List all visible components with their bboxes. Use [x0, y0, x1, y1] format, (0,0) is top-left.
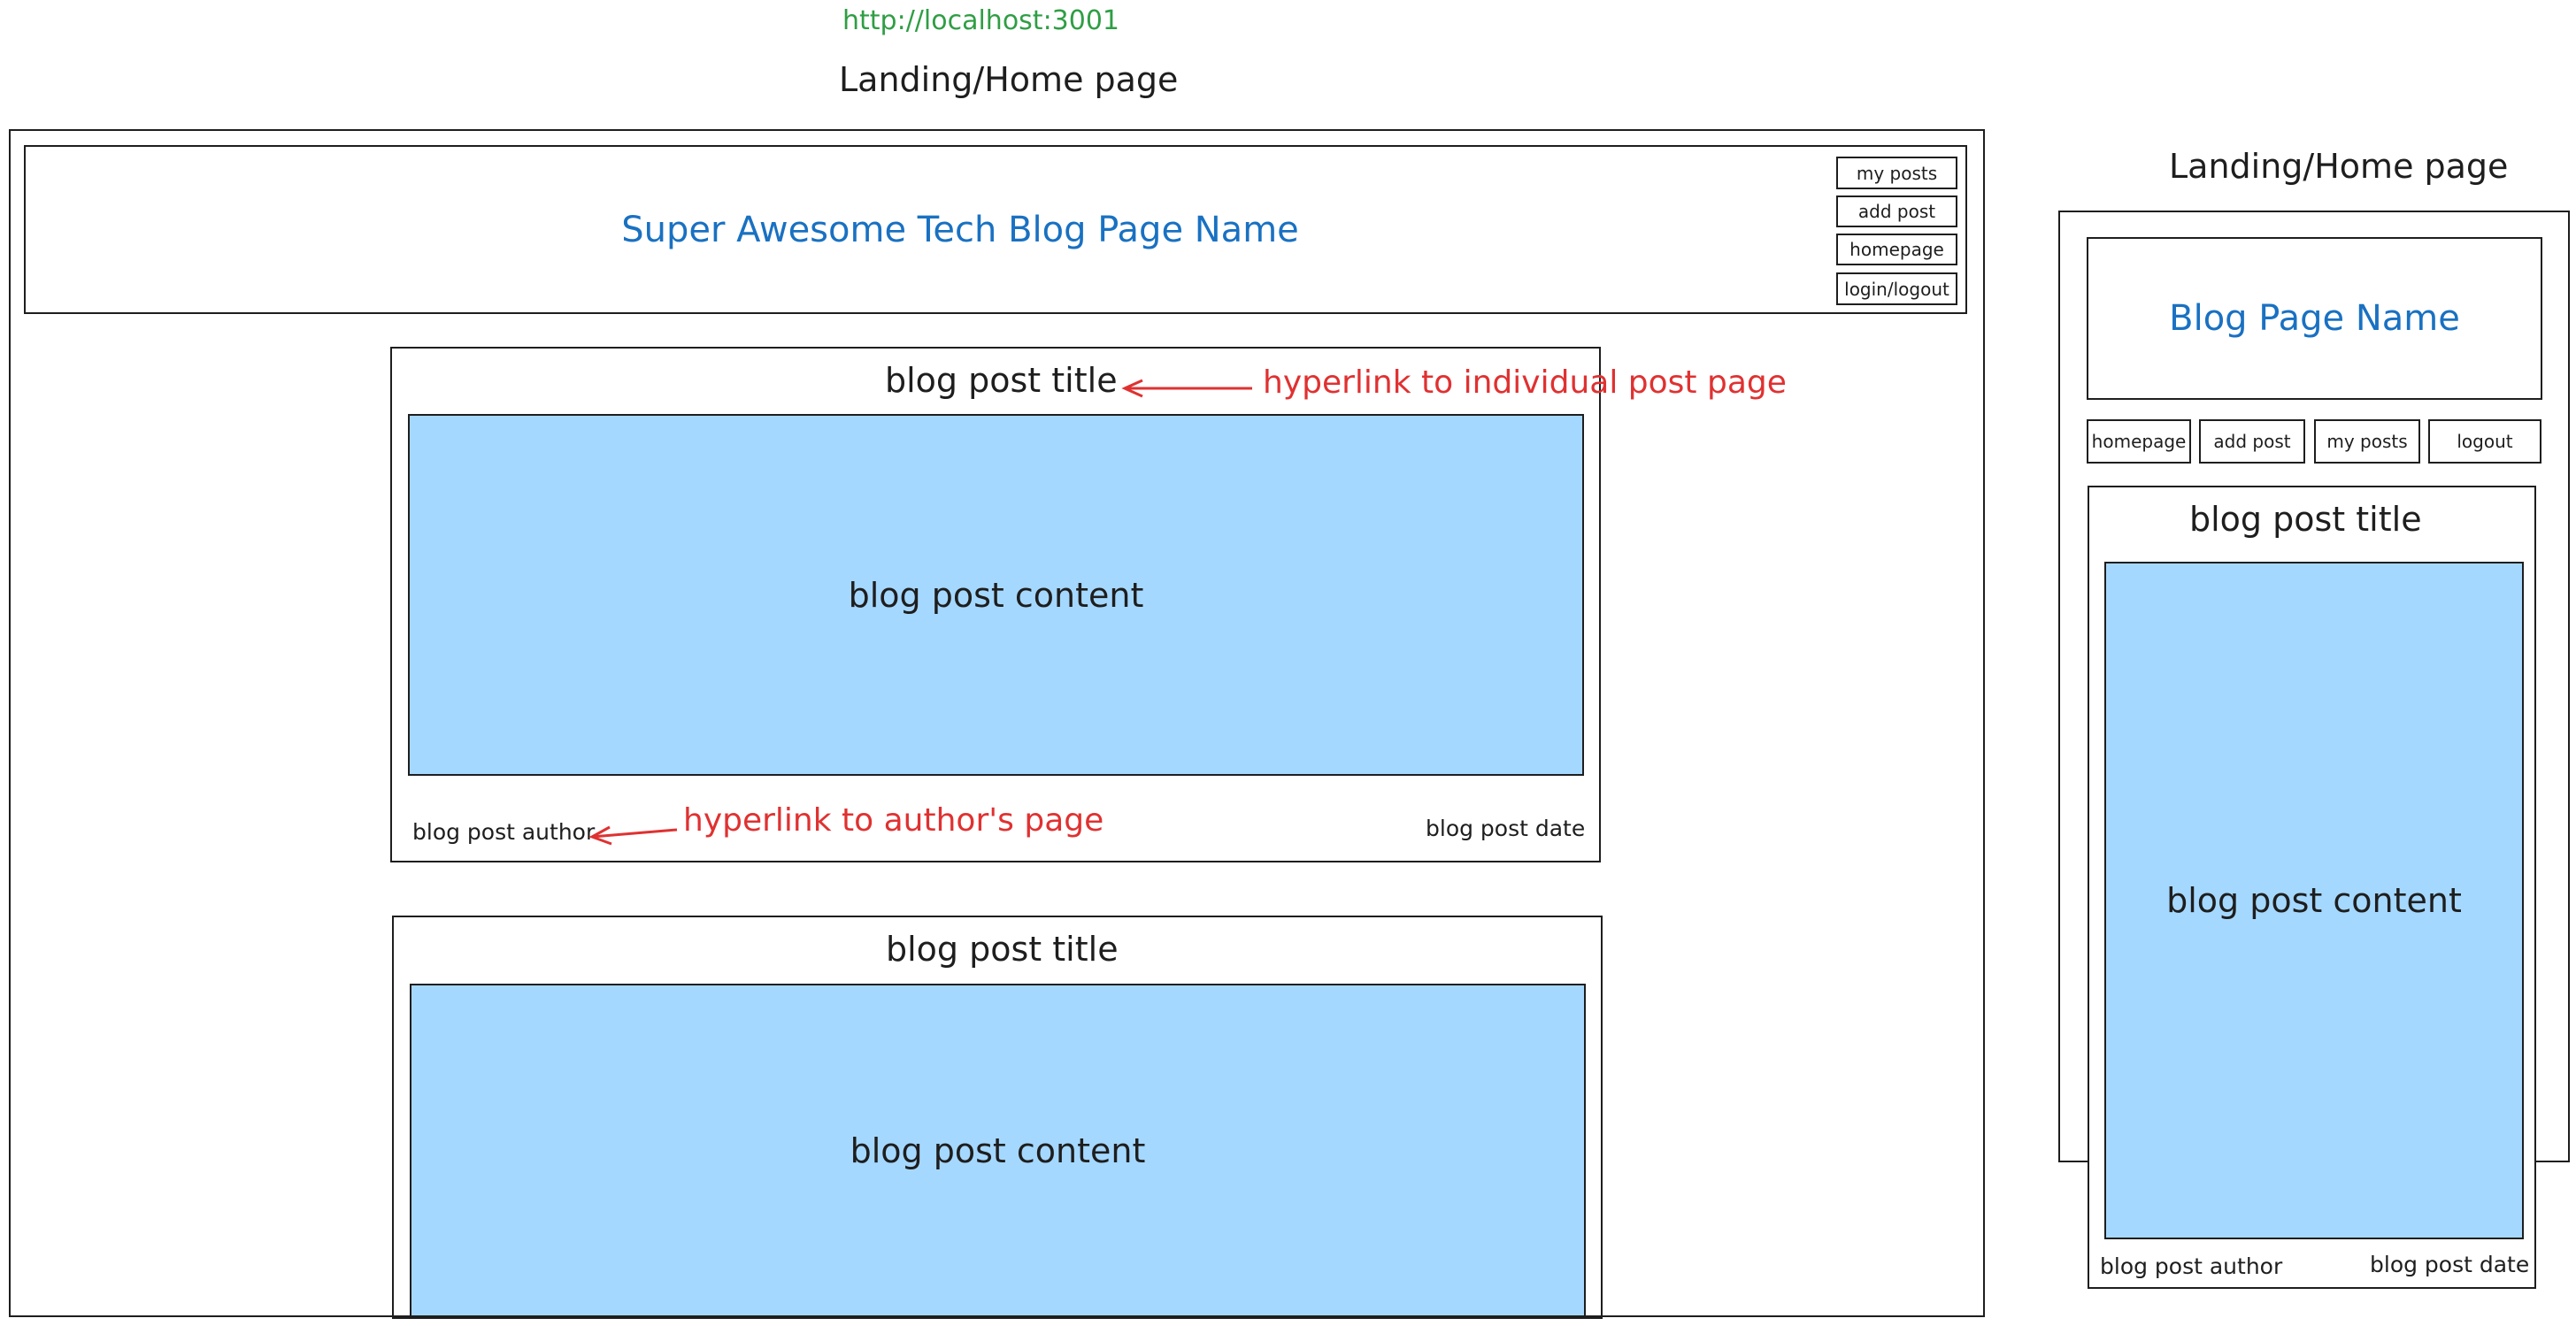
site-title[interactable]: Super Awesome Tech Blog Page Name: [621, 209, 1299, 250]
nav-login-logout-button[interactable]: login/logout: [1836, 272, 1957, 305]
nav-my-posts-button[interactable]: my posts: [1836, 157, 1957, 189]
annotation-arrow-title: [1121, 379, 1252, 398]
annotation-title-link: hyperlink to individual post page: [1263, 364, 1787, 401]
mobile-post-content: blog post content: [2104, 562, 2524, 1239]
post-card: [392, 916, 1603, 1319]
annotation-arrow-author: [588, 825, 678, 846]
post-content: blog post content: [408, 414, 1584, 776]
post-title-link[interactable]: blog post title: [885, 361, 1118, 400]
post-date: blog post date: [1426, 816, 1586, 841]
post-author-link[interactable]: blog post author: [412, 819, 596, 845]
mobile-nav-homepage-button[interactable]: homepage: [2087, 419, 2191, 464]
mobile-header: Blog Page Name: [2087, 237, 2542, 400]
mobile-heading: Landing/Home page: [2169, 147, 2509, 186]
mobile-nav-add-post-button[interactable]: add post: [2199, 419, 2305, 464]
nav-homepage-button[interactable]: homepage: [1836, 234, 1957, 265]
annotation-author-link: hyperlink to author's page: [683, 802, 1104, 839]
mobile-site-title[interactable]: Blog Page Name: [2169, 298, 2460, 339]
url-label: http://localhost:3001: [842, 5, 1120, 36]
post-title-link[interactable]: blog post title: [886, 930, 1119, 969]
mobile-post-title-link[interactable]: blog post title: [2189, 500, 2422, 539]
mobile-post-author-link[interactable]: blog post author: [2100, 1253, 2283, 1279]
post-card: [390, 347, 1601, 862]
mobile-nav-logout-button[interactable]: logout: [2428, 419, 2541, 464]
mobile-post-date: blog post date: [2370, 1252, 2530, 1277]
nav-add-post-button[interactable]: add post: [1836, 195, 1957, 227]
desktop-heading: Landing/Home page: [839, 60, 1179, 99]
desktop-header: Super Awesome Tech Blog Page Name: [24, 145, 1967, 314]
post-content: blog post content: [410, 984, 1586, 1317]
mobile-nav-my-posts-button[interactable]: my posts: [2314, 419, 2420, 464]
